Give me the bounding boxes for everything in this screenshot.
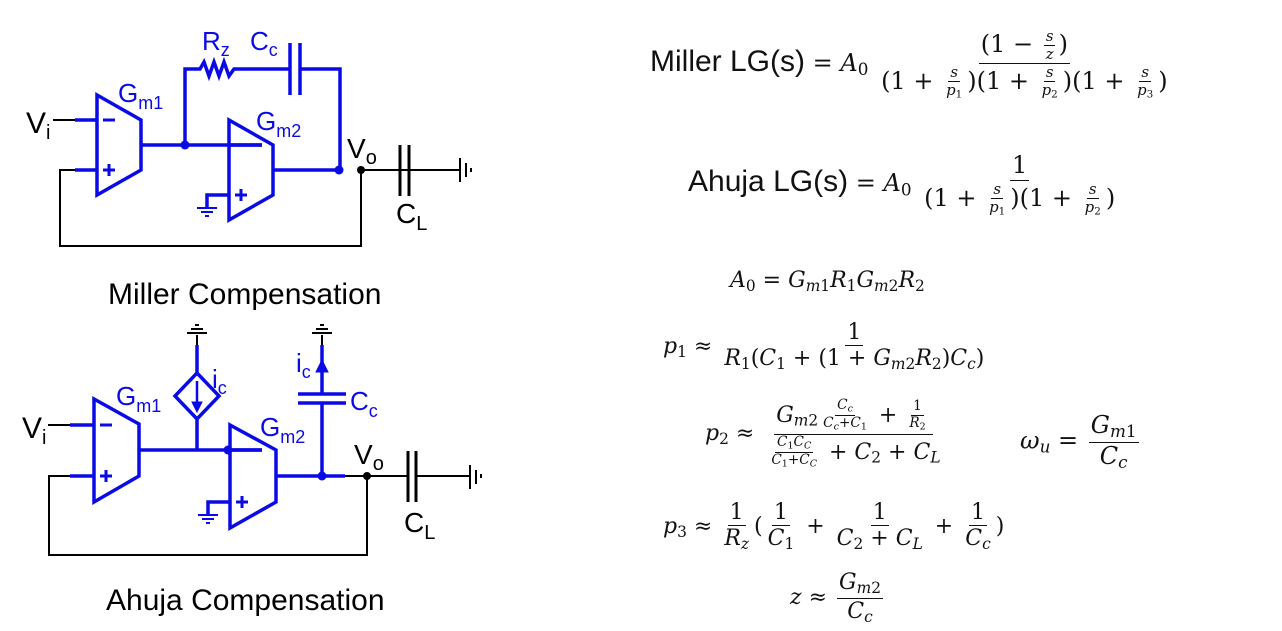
miller-gm1-out-node [180, 140, 190, 150]
miller-gm1-label: Gm1 [118, 78, 163, 113]
circuit-diagrams: Vi Gm1 Gm2 Rz Cc Vo CL [22, 26, 482, 556]
ahuja-caption: Ahuja Compensation [106, 584, 385, 617]
miller-gm1-amp [95, 91, 143, 199]
miller-rz-label: Rz [202, 26, 230, 60]
ahuja-cc-node [317, 471, 327, 481]
a0-equation: A0 = Gm1R1Gm2R2 [730, 268, 925, 295]
miller-cc-node [334, 165, 344, 175]
miller-vo-node [357, 166, 365, 174]
miller-gm2-amp [227, 116, 275, 224]
ahuja-cc-label: Cc [350, 386, 378, 421]
ahuja-lg-label: Ahuja LG(s) [688, 165, 849, 199]
miller-blue-wires [75, 43, 342, 224]
miller-black-wires [53, 119, 472, 247]
miller-vin-label: Vi [26, 107, 50, 144]
ahuja-vo-node [363, 472, 371, 480]
miller-vout-label: Vo [347, 133, 377, 169]
ahuja-vout-label: Vo [354, 439, 384, 475]
miller-circuit: Vi Gm1 Gm2 Rz Cc Vo CL [26, 26, 472, 247]
ahuja-vin-label: Vi [22, 412, 46, 449]
ahuja-cl-label: CL [404, 507, 435, 544]
ahuja-gm1-amp [92, 396, 141, 506]
miller-lg-label: Miller LG(s) [650, 44, 805, 78]
equals-sign: = [855, 169, 876, 198]
ahuja-gm2-label: Gm2 [260, 412, 305, 447]
ahuja-ic-cap-label: ic [296, 348, 311, 382]
ahuja-gm1-out-node [223, 445, 233, 455]
ahuja-gm1-label: Gm1 [116, 381, 161, 416]
miller-gm2-label: Gm2 [256, 106, 301, 141]
ahuja-circuit: Vi Gm1 Gm2 ic ic Cc Vo CL [22, 324, 482, 556]
equals-sign: = [812, 48, 833, 77]
ahuja-ic-source-label: ic [212, 364, 227, 398]
miller-cl-label: CL [396, 198, 427, 235]
ahuja-gm2-amp [228, 422, 278, 531]
miller-caption: Miller Compensation [108, 278, 382, 311]
ahuja-black-wires [48, 324, 482, 556]
ahuja-blue-wires [70, 345, 346, 531]
miller-cc-label: Cc [250, 26, 278, 60]
